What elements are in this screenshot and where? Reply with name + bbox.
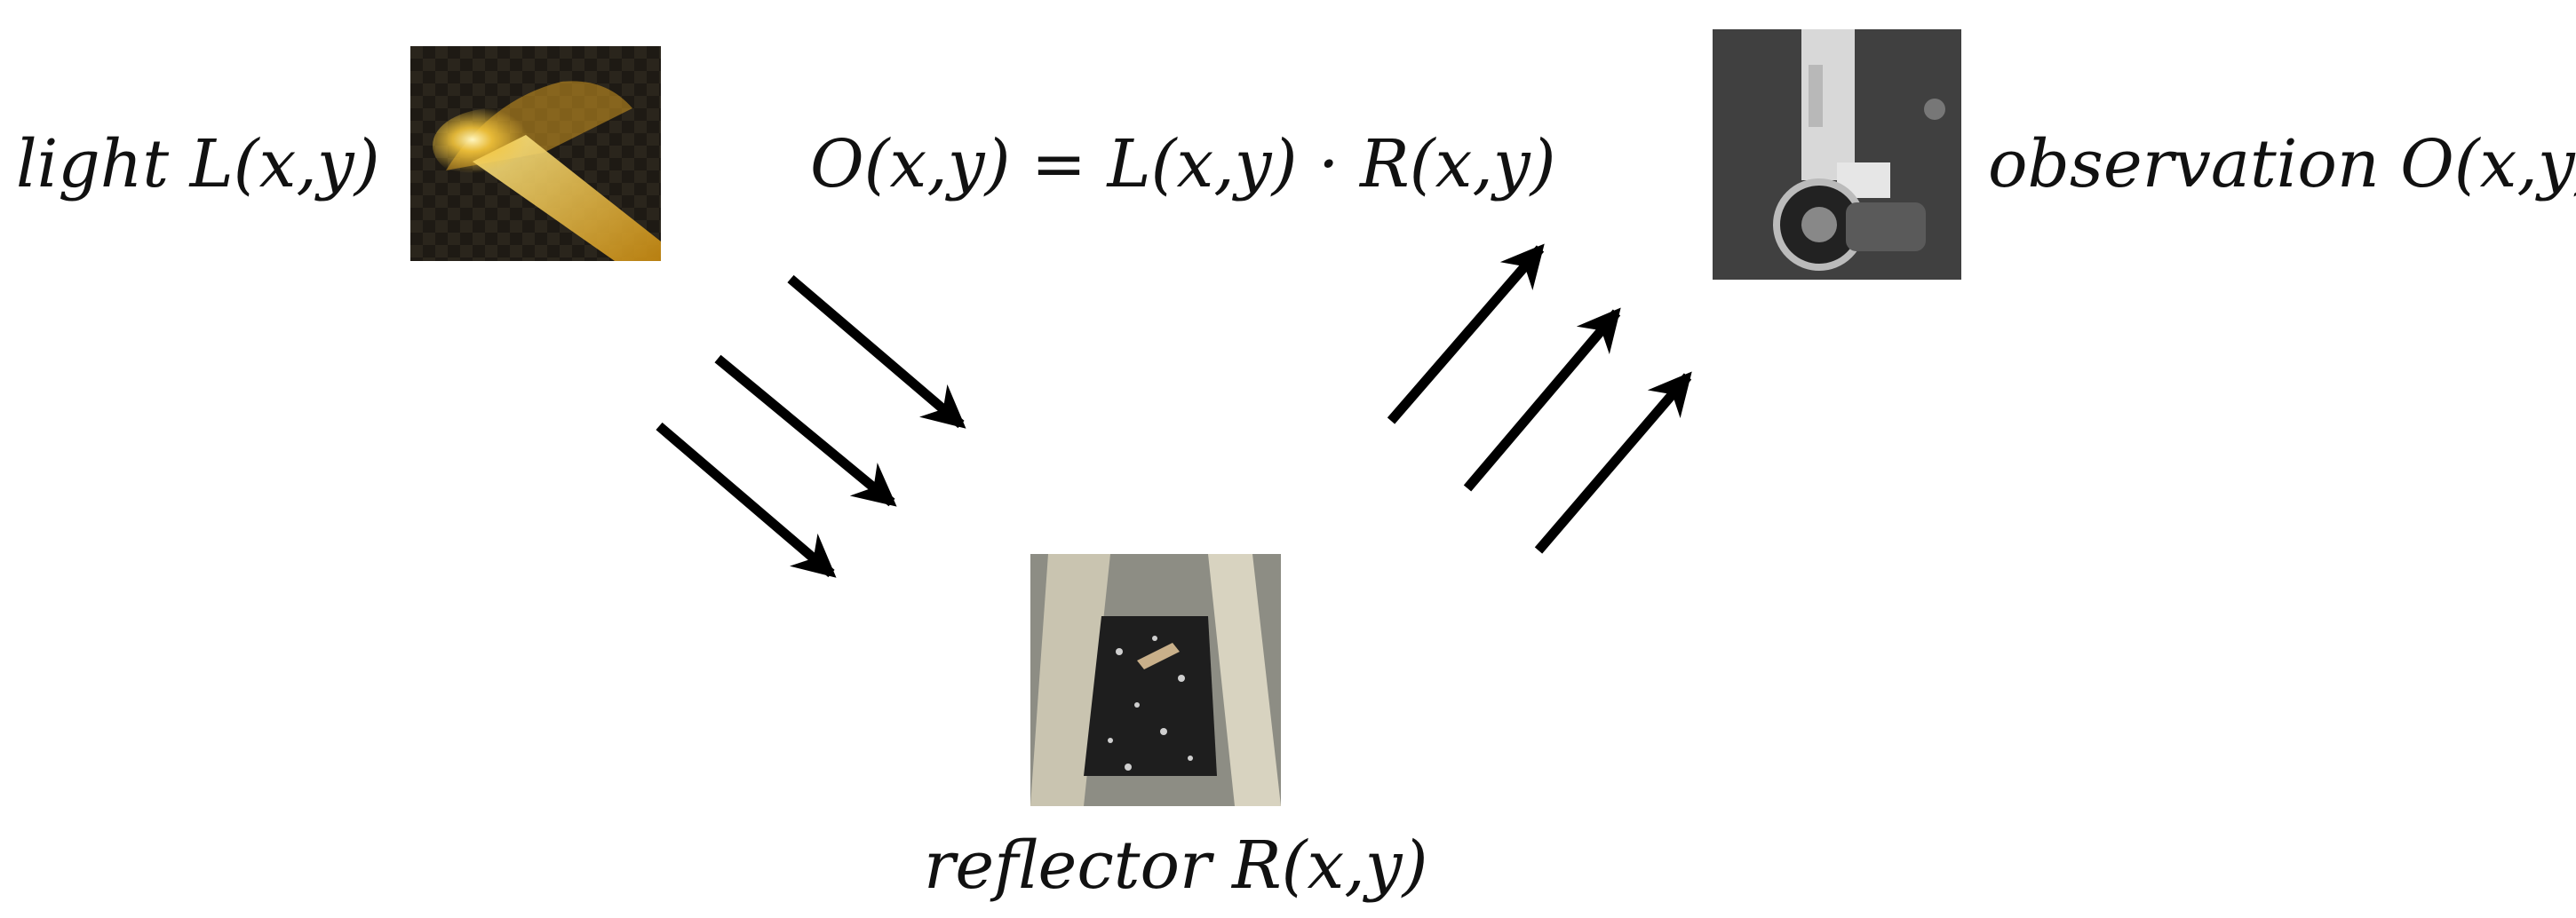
incoming-arrow-1 <box>787 274 966 429</box>
outgoing-arrow-2 <box>1463 307 1621 492</box>
camera-robot-photo <box>1713 29 1961 280</box>
equation-label: O(x,y) = L(x,y) · R(x,y) <box>810 126 1556 202</box>
observation-label: observation O(x,y) <box>1988 126 2576 202</box>
outgoing-arrow-3 <box>1534 371 1692 554</box>
incoming-arrow-3 <box>656 422 837 578</box>
reflector-label: reflector R(x,y) <box>924 827 1428 904</box>
conveyor-belt-photo <box>1030 554 1281 806</box>
outgoing-arrow-1 <box>1387 243 1545 424</box>
light-label: light L(x,y) <box>16 126 380 202</box>
incoming-arrow-2 <box>714 354 897 507</box>
light-beam-icon <box>410 46 661 261</box>
